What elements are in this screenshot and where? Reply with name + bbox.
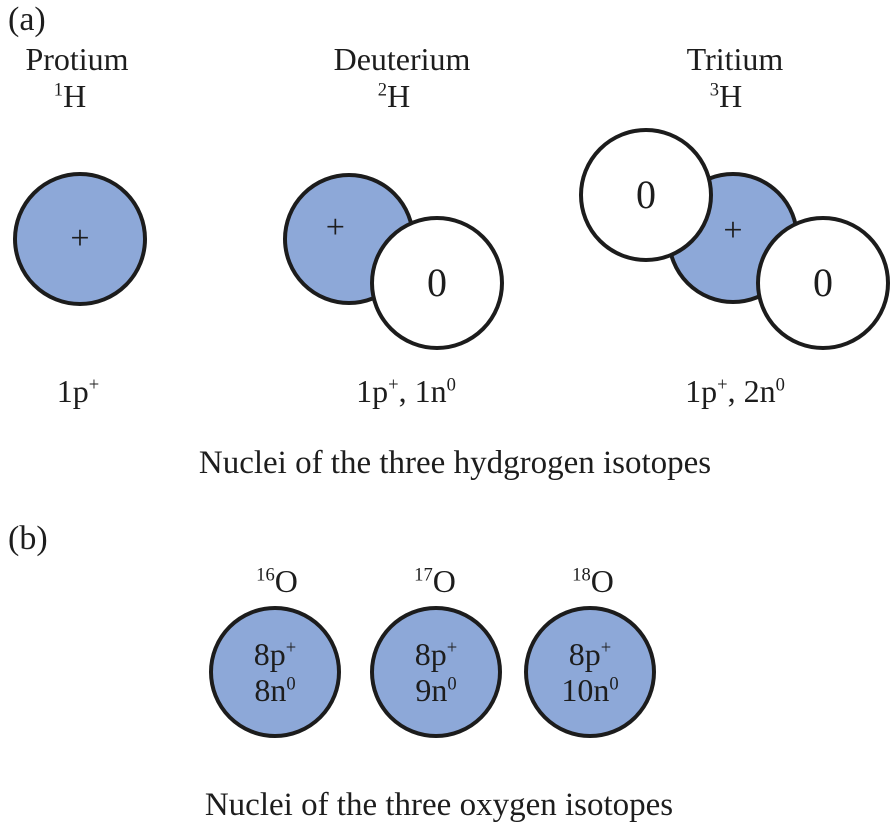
composition-text: 1p — [356, 373, 389, 409]
oxygen-17-nucleus-circle: 8p+ 9n0 — [370, 606, 502, 738]
composition-text: 1p — [685, 373, 718, 409]
composition-text: , 1n — [398, 373, 447, 409]
protium-mass-number: 1 — [53, 79, 64, 101]
oxygen-element-symbol: O — [432, 563, 456, 599]
panel-a-label: (a) — [8, 1, 46, 38]
protium-proton-circle: + — [13, 172, 147, 306]
deuterium-neutron-circle: 0 — [370, 216, 504, 350]
oxygen-16-symbol: 16O — [256, 562, 298, 600]
oxygen-17-mass-number: 17 — [414, 564, 433, 586]
deuterium-symbol: 2H — [378, 77, 410, 115]
neutron-count-superscript: 0 — [286, 673, 296, 695]
panel-b-caption: Nuclei of the three oxygen isotopes — [204, 787, 674, 823]
neutron-count: 9n — [415, 672, 448, 708]
proton-count-superscript: + — [600, 637, 612, 659]
oxygen-17-composition: 8p+ 9n0 — [415, 636, 457, 708]
proton-charge-label: + — [70, 220, 90, 257]
neutron-charge-label: 0 — [427, 260, 447, 305]
oxygen-18-nucleus-circle: 8p+ 10n0 — [524, 606, 656, 738]
oxygen-16-composition: 8p+ 8n0 — [254, 636, 296, 708]
proton-count-superscript: + — [446, 637, 458, 659]
oxygen-18-mass-number: 18 — [572, 564, 591, 586]
neutron-count-line: 8n0 — [254, 672, 296, 708]
tritium-element-symbol: H — [719, 78, 743, 114]
oxygen-17-symbol: 17O — [414, 562, 456, 600]
neutron-count-superscript: 0 — [609, 673, 619, 695]
composition-superscript: 0 — [446, 374, 456, 396]
protium-name: Protium — [25, 41, 129, 77]
oxygen-element-symbol: O — [274, 563, 298, 599]
composition-superscript: + — [717, 374, 728, 396]
tritium-composition: 1p+, 2n0 — [685, 372, 785, 410]
panel-a-caption: Nuclei of the three hydgrogen isotopes — [198, 445, 712, 481]
deuterium-composition: 1p+, 1n0 — [356, 372, 456, 410]
neutron-charge-label: 0 — [636, 172, 656, 217]
composition-superscript: + — [388, 374, 399, 396]
oxygen-18-composition: 8p+ 10n0 — [561, 636, 618, 708]
proton-count-superscript: + — [285, 637, 297, 659]
tritium-symbol: 3H — [710, 77, 742, 115]
neutron-count: 10n — [561, 672, 610, 708]
neutron-count-line: 10n0 — [561, 672, 618, 708]
protium-symbol: 1H — [54, 77, 86, 115]
proton-charge-label: + — [325, 208, 345, 246]
deuterium-name: Deuterium — [333, 41, 471, 77]
tritium-name: Tritium — [686, 41, 784, 77]
oxygen-element-symbol: O — [590, 563, 614, 599]
proton-count: 8p — [568, 636, 601, 672]
oxygen-16-nucleus-circle: 8p+ 8n0 — [209, 606, 341, 738]
composition-superscript: 0 — [775, 374, 785, 396]
deuterium-mass-number: 2 — [377, 79, 388, 101]
protium-element-symbol: H — [63, 78, 87, 114]
tritium-neutron2-circle: 0 — [756, 216, 890, 350]
composition-text: 1p — [56, 373, 89, 409]
neutron-count-superscript: 0 — [447, 673, 457, 695]
oxygen-16-mass-number: 16 — [256, 564, 275, 586]
proton-count: 8p — [414, 636, 447, 672]
proton-count-line: 8p+ — [415, 636, 457, 672]
tritium-neutron1-circle: 0 — [579, 128, 713, 262]
composition-text: , 2n — [727, 373, 776, 409]
tritium-mass-number: 3 — [709, 79, 720, 101]
neutron-count-line: 9n0 — [415, 672, 457, 708]
composition-superscript: + — [88, 374, 100, 396]
proton-count-line: 8p+ — [561, 636, 618, 672]
neutron-count: 8n — [254, 672, 287, 708]
proton-count: 8p — [253, 636, 286, 672]
oxygen-18-symbol: 18O — [572, 562, 614, 600]
protium-composition: 1p+ — [57, 372, 99, 410]
deuterium-element-symbol: H — [387, 78, 411, 114]
neutron-charge-label: 0 — [813, 260, 833, 305]
proton-count-line: 8p+ — [254, 636, 296, 672]
proton-charge-label: + — [723, 211, 743, 249]
panel-b-label: (b) — [8, 520, 48, 557]
